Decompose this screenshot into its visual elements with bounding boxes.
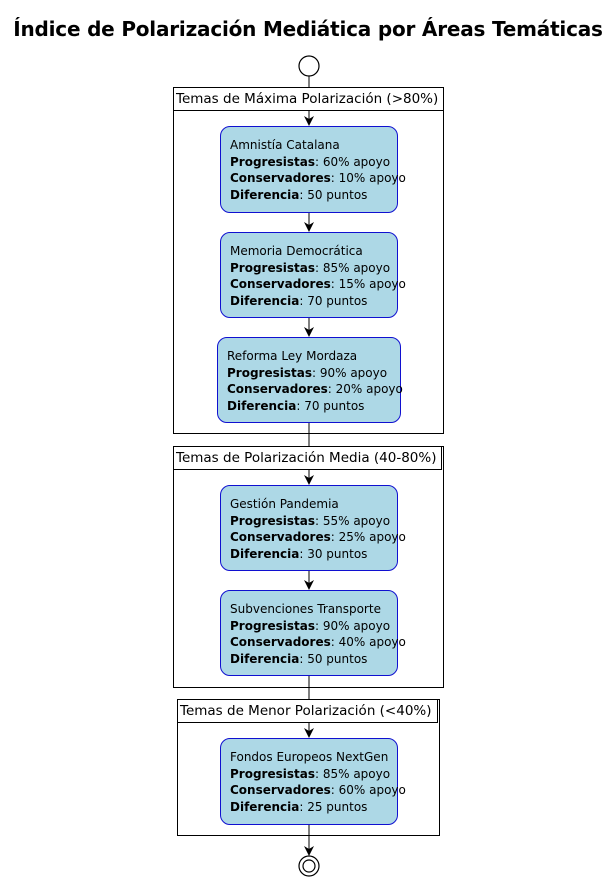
- activity-topic: Reforma Ley Mordaza: [227, 349, 358, 363]
- progressive-value: : 85% apoyo: [314, 260, 391, 275]
- conservative-label: Conservadores: [230, 277, 331, 291]
- difference-value: : 50 puntos: [299, 651, 368, 666]
- progressive-label: Progresistas: [230, 766, 315, 781]
- activity-topic: Gestión Pandemia: [230, 497, 339, 511]
- progressive-value: : 90% apoyo: [311, 365, 388, 380]
- progressive-value: : 60% apoyo: [314, 154, 391, 169]
- difference-value: : 50 puntos: [299, 187, 368, 202]
- conservative-value: : 20% apoyo: [327, 382, 403, 396]
- partition-max-polarization: Temas de Máxima Polarización (>80%): [173, 87, 445, 434]
- activity-topic: Subvenciones Transporte: [230, 602, 381, 616]
- end-node-inner: [302, 859, 316, 873]
- progressive-label: Progresistas: [230, 154, 315, 169]
- activity-topic: Fondos Europeos NextGen: [230, 750, 389, 764]
- conservative-label: Conservadores: [230, 171, 331, 185]
- start-node: [298, 55, 320, 77]
- partition-low-polarization: Temas de Menor Polarización (<40%): [177, 699, 440, 836]
- activity-topic: Amnistía Catalana: [230, 138, 340, 152]
- partition-label: Temas de Menor Polarización (<40%): [178, 700, 438, 723]
- difference-label: Diferencia: [230, 651, 300, 666]
- difference-label: Diferencia: [230, 293, 300, 308]
- difference-label: Diferencia: [230, 546, 300, 561]
- conservative-label: Conservadores: [230, 635, 331, 649]
- conservative-value: : 60% apoyo: [330, 783, 406, 797]
- progressive-label: Progresistas: [230, 618, 315, 633]
- partition-label: Temas de Máxima Polarización (>80%): [174, 88, 445, 111]
- difference-label: Diferencia: [230, 187, 300, 202]
- activity-gestion-pandemia: Gestión Pandemia Progresistas: 55% apoyo…: [220, 485, 406, 571]
- activity-topic: Memoria Democrática: [230, 244, 363, 258]
- difference-value: : 70 puntos: [299, 293, 368, 308]
- conservative-value: : 40% apoyo: [330, 635, 406, 649]
- progressive-value: : 90% apoyo: [314, 618, 391, 633]
- difference-value: : 25 puntos: [299, 799, 368, 814]
- partition-medium-polarization: Temas de Polarización Media (40-80%): [173, 446, 444, 688]
- progressive-label: Progresistas: [227, 365, 312, 380]
- activity-subvenciones-transporte: Subvenciones Transporte Progresistas: 90…: [220, 590, 406, 676]
- progressive-value: : 85% apoyo: [314, 766, 391, 781]
- conservative-value: : 10% apoyo: [330, 171, 406, 185]
- partition-label: Temas de Polarización Media (40-80%): [174, 447, 443, 470]
- conservative-label: Conservadores: [230, 783, 331, 797]
- progressive-label: Progresistas: [230, 260, 315, 275]
- activity-fondos-europeos-nextgen: Fondos Europeos NextGen Progresistas: 85…: [220, 738, 406, 825]
- progressive-value: : 55% apoyo: [314, 513, 391, 528]
- activity-reforma-ley-mordaza: Reforma Ley Mordaza Progresistas: 90% ap…: [217, 337, 403, 423]
- progressive-label: Progresistas: [230, 513, 315, 528]
- activity-amnistia-catalana: Amnistía Catalana Progresistas: 60% apoy…: [220, 126, 406, 213]
- conservative-value: : 25% apoyo: [330, 530, 406, 544]
- difference-value: : 30 puntos: [299, 546, 368, 561]
- difference-label: Diferencia: [227, 398, 297, 413]
- conservative-value: : 15% apoyo: [330, 277, 406, 291]
- difference-value: : 70 puntos: [296, 398, 365, 413]
- diagram-title: Índice de Polarización Mediática por Áre…: [13, 17, 603, 41]
- difference-label: Diferencia: [230, 799, 300, 814]
- conservative-label: Conservadores: [227, 382, 328, 396]
- activity-memoria-democratica: Memoria Democrática Progresistas: 85% ap…: [220, 232, 406, 318]
- conservative-label: Conservadores: [230, 530, 331, 544]
